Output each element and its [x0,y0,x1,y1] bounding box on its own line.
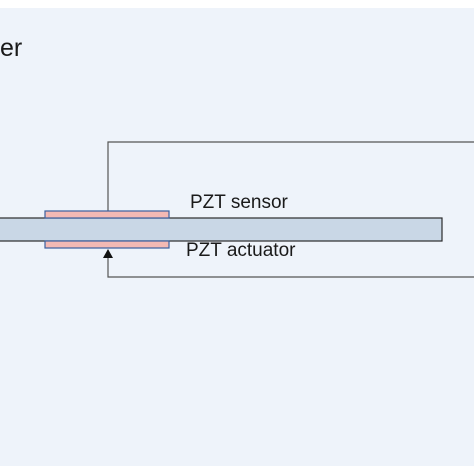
sensor-output-wire [107,141,474,212]
actuator-input-wire [107,256,474,278]
actuator-input-arrow-icon [103,249,113,258]
beam [0,217,443,242]
pzt-actuator-patch [44,240,170,249]
pzt-sensor-patch [44,210,170,219]
pzt-sensor-label: PZT sensor [190,192,288,213]
pzt-actuator-label: PZT actuator [186,240,296,261]
title-fragment: er [0,34,23,62]
